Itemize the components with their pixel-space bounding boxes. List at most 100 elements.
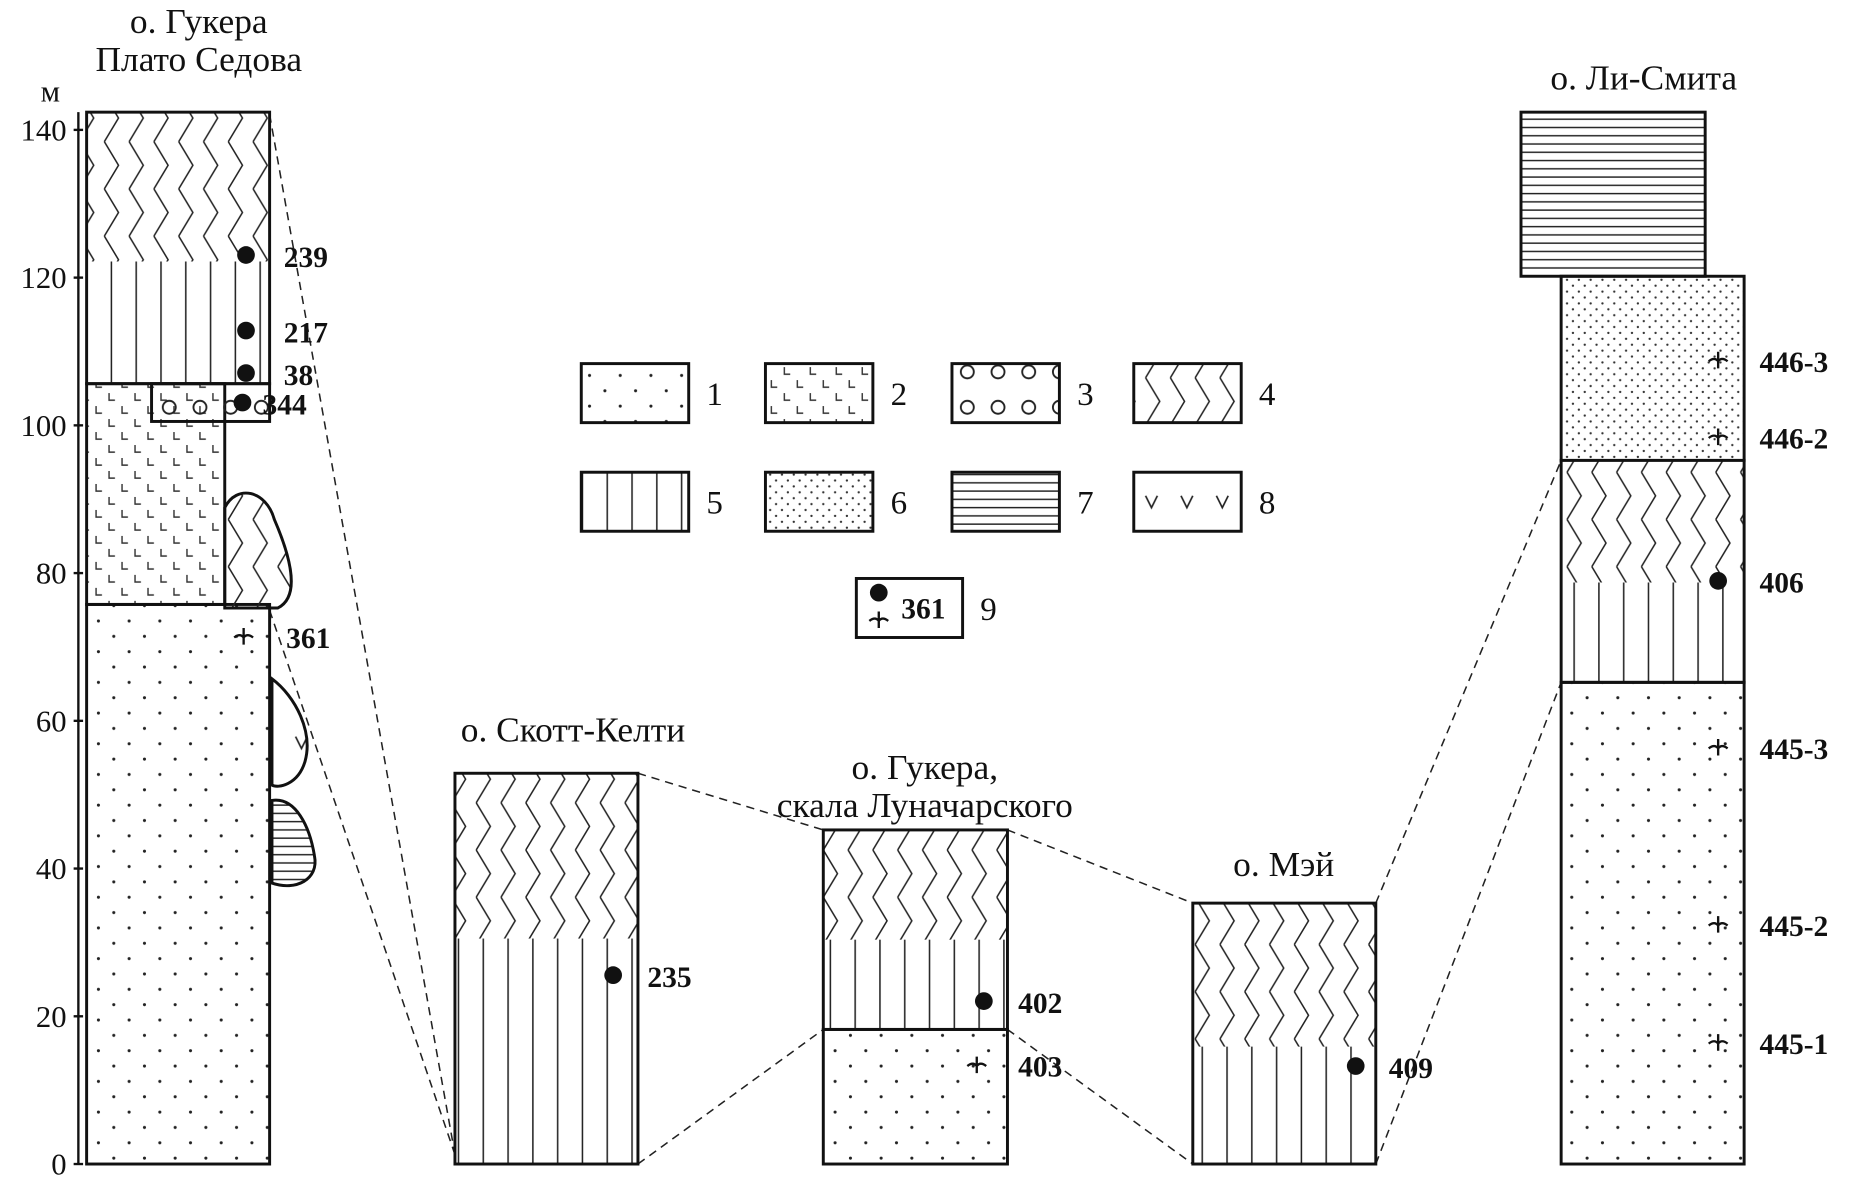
lens-zigzag bbox=[223, 491, 293, 610]
sample-dot-icon bbox=[237, 246, 255, 264]
sample-marker: 445-3 bbox=[1707, 734, 1828, 766]
sample-label: 239 bbox=[284, 242, 328, 274]
column-title: о. Скотт-Келти bbox=[461, 709, 686, 749]
correlation-line bbox=[1007, 1028, 1194, 1165]
sample-label: 446-2 bbox=[1759, 424, 1828, 456]
axis-tick-label: 60 bbox=[36, 704, 67, 738]
column-title: о. Гукера bbox=[130, 1, 268, 41]
sample-marker: 38 bbox=[237, 360, 313, 392]
sample-marker: 446-2 bbox=[1707, 424, 1828, 456]
column-title: о. Гукера, bbox=[852, 747, 999, 787]
axis-tick-label: 80 bbox=[36, 557, 67, 591]
correlation-line bbox=[268, 114, 456, 1155]
sample-marker: 235 bbox=[604, 962, 692, 994]
sample-marker: 446-3 bbox=[1707, 347, 1828, 379]
sample-label: 217 bbox=[284, 317, 328, 349]
sample-marker: 445-1 bbox=[1707, 1029, 1828, 1061]
sample-dot-icon bbox=[869, 583, 888, 602]
legend-number: 9 bbox=[980, 592, 997, 628]
legend-sample-example: 361 bbox=[901, 594, 945, 626]
sample-marker: 217 bbox=[237, 317, 328, 349]
axis-tick-label: 100 bbox=[21, 409, 67, 443]
layer-siltstone bbox=[85, 110, 272, 386]
legend-number: 2 bbox=[891, 377, 908, 413]
plant-fossil-icon bbox=[868, 611, 889, 629]
correlation-line bbox=[268, 610, 456, 1155]
plant-fossil-icon bbox=[1707, 428, 1729, 446]
legend-item-samples: 361 9 bbox=[854, 576, 997, 639]
sample-marker: 402 bbox=[974, 988, 1062, 1020]
legend-item-circles: 3 bbox=[950, 362, 1094, 425]
column-title: о. Ли-Смита bbox=[1550, 58, 1737, 98]
sample-dot-icon bbox=[237, 364, 255, 382]
sample-marker: 445-2 bbox=[1707, 911, 1828, 943]
layer-conglomerate-lens bbox=[150, 382, 272, 423]
legend-item-v-marks: 8 bbox=[1132, 470, 1276, 533]
legend-number: 3 bbox=[1077, 377, 1094, 413]
lens-horizontal bbox=[270, 798, 317, 888]
column-title: Плато Седова bbox=[95, 39, 302, 79]
lens-volcanic bbox=[270, 675, 309, 788]
legend-number: 4 bbox=[1259, 377, 1276, 413]
sample-label: 446-3 bbox=[1759, 347, 1828, 379]
plant-fossil-icon bbox=[233, 628, 254, 645]
correlation-line bbox=[637, 1028, 824, 1165]
sample-label: 38 bbox=[284, 360, 314, 392]
axis-tick-label: 0 bbox=[51, 1148, 66, 1182]
legend-item-hooks: 2 bbox=[763, 362, 908, 425]
plant-fossil-icon bbox=[1707, 739, 1729, 756]
correlation-line bbox=[1375, 460, 1562, 904]
sample-label: 445-1 bbox=[1759, 1029, 1828, 1061]
sample-marker: 344 bbox=[233, 389, 307, 421]
sample-label: 445-2 bbox=[1759, 911, 1828, 943]
sample-dot-icon bbox=[1709, 571, 1728, 590]
axis-tick-label: 120 bbox=[21, 261, 67, 295]
correlation-line bbox=[1007, 829, 1194, 904]
sample-label: 235 bbox=[647, 962, 691, 994]
axis-tick-label: 140 bbox=[21, 114, 67, 148]
column-title: скала Луначарского bbox=[777, 785, 1073, 825]
layer-horizontal bbox=[1519, 110, 1707, 278]
legend-number: 6 bbox=[891, 486, 908, 522]
layer-sandstone bbox=[1559, 680, 1746, 1166]
legend-item-horizontal-lines: 7 bbox=[950, 470, 1094, 533]
sample-dot-icon bbox=[604, 966, 623, 984]
sample-marker: 409 bbox=[1346, 1053, 1433, 1085]
sample-dot-icon bbox=[974, 992, 993, 1010]
legend-number: 8 bbox=[1259, 486, 1276, 522]
layer-siltstone bbox=[1559, 458, 1746, 684]
plant-fossil-icon bbox=[1707, 1034, 1729, 1051]
sample-marker: 406 bbox=[1709, 568, 1804, 600]
legend-number: 5 bbox=[706, 486, 723, 522]
sample-label: 361 bbox=[286, 623, 330, 655]
sample-label: 409 bbox=[1389, 1053, 1433, 1085]
axis-unit: м bbox=[41, 75, 60, 109]
sample-label: 344 bbox=[263, 389, 307, 421]
legend-number: 7 bbox=[1077, 486, 1094, 522]
plant-fossil-icon bbox=[1707, 916, 1729, 933]
layer-siltstone bbox=[1191, 901, 1378, 1166]
sample-dot-icon bbox=[233, 393, 252, 412]
axis-tick-label: 40 bbox=[36, 852, 67, 886]
legend-item-sparse-dots: 1 bbox=[579, 362, 723, 425]
legend: 1 2 3 4 5 6 7 8 361 9 bbox=[579, 362, 1276, 639]
plant-fossil-icon bbox=[1707, 351, 1729, 369]
layer-sandstone bbox=[821, 1027, 1009, 1166]
layer-fine-sand bbox=[1559, 274, 1746, 462]
legend-item-dense-dots: 6 bbox=[763, 470, 908, 533]
sample-dot-icon bbox=[237, 321, 255, 340]
correlation-line bbox=[637, 772, 824, 831]
plant-fossil-icon bbox=[966, 1056, 987, 1074]
sample-marker: 361 bbox=[233, 623, 330, 655]
sample-label: 445-3 bbox=[1759, 734, 1828, 766]
sample-label: 406 bbox=[1759, 568, 1803, 600]
sample-dot-icon bbox=[1346, 1057, 1365, 1075]
sample-marker: 403 bbox=[966, 1052, 1062, 1084]
legend-number: 1 bbox=[706, 377, 723, 413]
sample-label: 402 bbox=[1018, 988, 1062, 1020]
legend-item-vertical-lines: 5 bbox=[579, 470, 723, 533]
column-title: о. Мэй bbox=[1233, 844, 1334, 884]
correlation-line bbox=[1375, 682, 1562, 1165]
